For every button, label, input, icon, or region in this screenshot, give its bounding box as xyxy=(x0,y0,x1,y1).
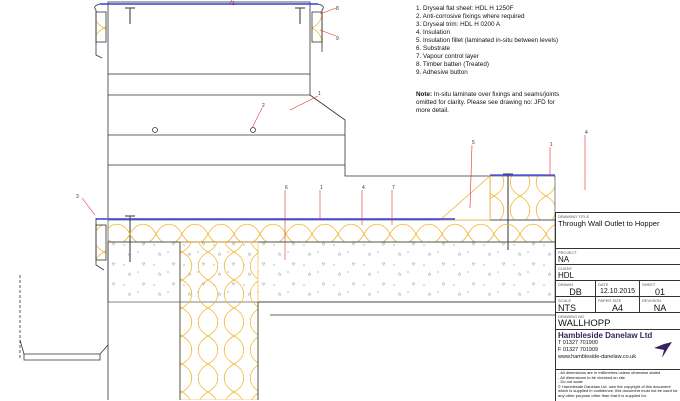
drawing-title: Through Wall Outlet to Hopper xyxy=(558,219,660,228)
client-cell: CLIENT HDL xyxy=(556,265,680,281)
legend-item: 7. Vapour control layer xyxy=(416,53,479,60)
hopper xyxy=(19,275,109,361)
scale-value: NTS xyxy=(558,303,576,313)
drawing-no-value: WALLHOPP xyxy=(558,318,611,329)
legend: 1. Dryseal flat sheet: HDL H 1250F 2. An… xyxy=(416,5,566,115)
callout-4: 4 xyxy=(585,130,588,136)
drawing-no-cell: DRAWING NO WALLHOPP xyxy=(556,313,680,330)
date-cell: DATE 12.10.2015 xyxy=(596,281,640,297)
date-value: 12.10.2015 xyxy=(599,288,636,295)
project-cell: PROJECT NA xyxy=(556,249,680,265)
callout-2: 2 xyxy=(262,103,265,109)
sheet-label: SHEET xyxy=(642,282,656,287)
callout-3: 3 xyxy=(76,194,79,200)
legend-item: 4. Insulation xyxy=(416,29,450,36)
company-name: Hambleside Danelaw Ltd xyxy=(558,331,653,340)
drawn-cell: DRAWN DB xyxy=(556,281,596,297)
client-value: HDL xyxy=(558,271,575,280)
phone: T 01327 701900 xyxy=(558,340,598,346)
concrete-substrate xyxy=(107,241,556,303)
insulation-fillet xyxy=(438,175,491,221)
legend-item: 3. Dryseal trim: HDL H 0200 A xyxy=(416,21,501,28)
note-line: - All dimensions are in millimetres unle… xyxy=(558,370,661,375)
callout-labels: 1 8 9 2 1 5 1 4 3 6 1 4 7 xyxy=(76,1,588,200)
drawn-label: DRAWN xyxy=(558,282,573,287)
revision-label: REVISION xyxy=(642,298,662,303)
client-label: CLIENT xyxy=(558,266,573,271)
callout-1c: 1 xyxy=(550,142,553,148)
date-label: DATE xyxy=(598,282,609,287)
sheet-value: 01 xyxy=(654,287,665,297)
drawing-title-cell: DRAWING TITLE Through Wall Outlet to Hop… xyxy=(556,213,680,249)
legend-item: 5. Insulation fillet (laminated in-situ … xyxy=(416,37,559,44)
legend-item: 1. Dryseal flat sheet: HDL H 1250F xyxy=(416,5,514,12)
copyright-note: © Hambleside Danelaw Ltd. own the copyri… xyxy=(558,383,678,398)
note-line: - All dimensions to be checked on site xyxy=(558,374,625,380)
callout-1b: 1 xyxy=(318,91,321,97)
note-label: Note: xyxy=(416,91,433,98)
note-line: - Do not scale xyxy=(558,379,583,385)
callout-9: 9 xyxy=(336,36,339,42)
title-block: DRAWING TITLE Through Wall Outlet to Hop… xyxy=(555,212,680,401)
upper-insulation xyxy=(489,175,556,221)
callouts xyxy=(81,0,586,260)
callout-1: 1 xyxy=(232,1,235,7)
sheet-cell: SHEET 01 xyxy=(640,281,680,297)
callout-5: 5 xyxy=(472,140,475,146)
insulation-layer xyxy=(107,219,556,243)
paper-size-cell: PAPER SIZE A4 xyxy=(596,297,640,313)
legend-item: 8. Timber batten (Treated) xyxy=(416,61,489,68)
parapet-wall xyxy=(94,1,490,218)
legend-item: 6. Substrate xyxy=(416,45,450,52)
scale-cell: SCALE NTS xyxy=(556,297,596,313)
callout-8: 8 xyxy=(336,6,339,12)
paper-size-value: A4 xyxy=(611,303,623,313)
lower-wall xyxy=(95,218,555,400)
paper-size-label: PAPER SIZE xyxy=(598,298,622,303)
note-text: In-situ laminate over fixings and seams/… xyxy=(416,91,560,114)
website[interactable]: www.hambleside-danelaw.co.uk xyxy=(558,354,636,360)
revision-cell: REVISION NA xyxy=(640,297,680,313)
project-label: PROJECT xyxy=(558,250,577,255)
drawing-no-label: DRAWING NO xyxy=(558,314,585,319)
legend-item: 2. Anti-corrosive fixings where required xyxy=(416,13,525,20)
company-cell: Hambleside Danelaw Ltd T 01327 701900 F … xyxy=(556,330,680,370)
wall-insulation xyxy=(179,241,259,400)
project-value: NA xyxy=(558,255,570,264)
drawing-title-label: DRAWING TITLE xyxy=(558,214,590,219)
callout-4b: 4 xyxy=(362,185,365,191)
fax: F 01327 701909 xyxy=(558,347,599,353)
callout-1d: 1 xyxy=(320,185,323,191)
general-notes: - All dimensions are in millimetres unle… xyxy=(556,370,680,401)
drawn-value: DB xyxy=(569,287,582,297)
scale-label: SCALE xyxy=(558,298,572,303)
revision-value: NA xyxy=(653,303,667,313)
legend-note: Note: In-situ laminate over fixings and … xyxy=(416,91,566,115)
callout-6: 6 xyxy=(285,185,288,191)
legend-item: 9. Adhesive button xyxy=(416,69,468,76)
callout-7: 7 xyxy=(392,185,395,191)
company-logo-icon xyxy=(654,342,672,358)
